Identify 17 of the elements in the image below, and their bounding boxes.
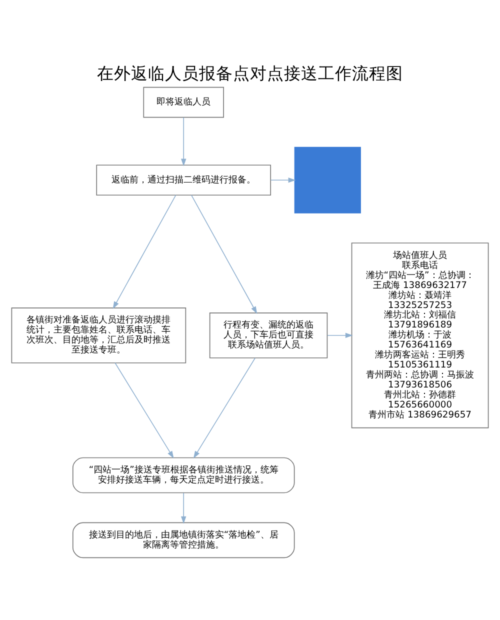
arrow xyxy=(114,362,174,459)
node-box: 场站值班人员 联系电话 潍坊“四站一场”：总协调： 王成海 13869632177 潍坊站：聂靖洋 13325257253 潍坊北站：刘福信 13791896189 潍坊机场：于波 15763641169 潍坊两客运站：王明秀 15105361119 青州两站：总协调：马振波 13793618506 青州北站：孙德群 15265660000 青州市站 13869629657 xyxy=(351,242,489,428)
arrow xyxy=(180,492,186,524)
node-box: “四站一场”接送专班根据各镇街推送情况，统筹安排好接送车辆，每天定点定时进行接送。 xyxy=(72,457,295,494)
node-box: 接送到目的地后，由属地镇街落实“落地检”、居家隔离等管控措施。 xyxy=(72,522,295,558)
arrow xyxy=(270,178,296,183)
node-box: 即将返临人员 xyxy=(143,86,224,118)
arrow xyxy=(191,194,258,314)
node-box: 各镇街对准备返临人员进行滚动摸排统计，主要包靠姓名、联系电话、车次班次、目的地等，汇总后及时推送至接送专班。 xyxy=(11,308,186,364)
node-box xyxy=(294,146,361,214)
arrow xyxy=(112,194,176,310)
arrow xyxy=(327,332,353,338)
node-box: 返临前，通过扫描二维码进行报备。 xyxy=(96,164,272,196)
diagram-title: 在外返临人员报备点对点接送工作流程图 xyxy=(97,64,403,83)
arrow xyxy=(180,117,186,166)
arrow xyxy=(193,358,256,458)
node-box: 行程有变、漏统的返临人员，下车后也可直接联系场站值班人员。 xyxy=(209,312,328,358)
